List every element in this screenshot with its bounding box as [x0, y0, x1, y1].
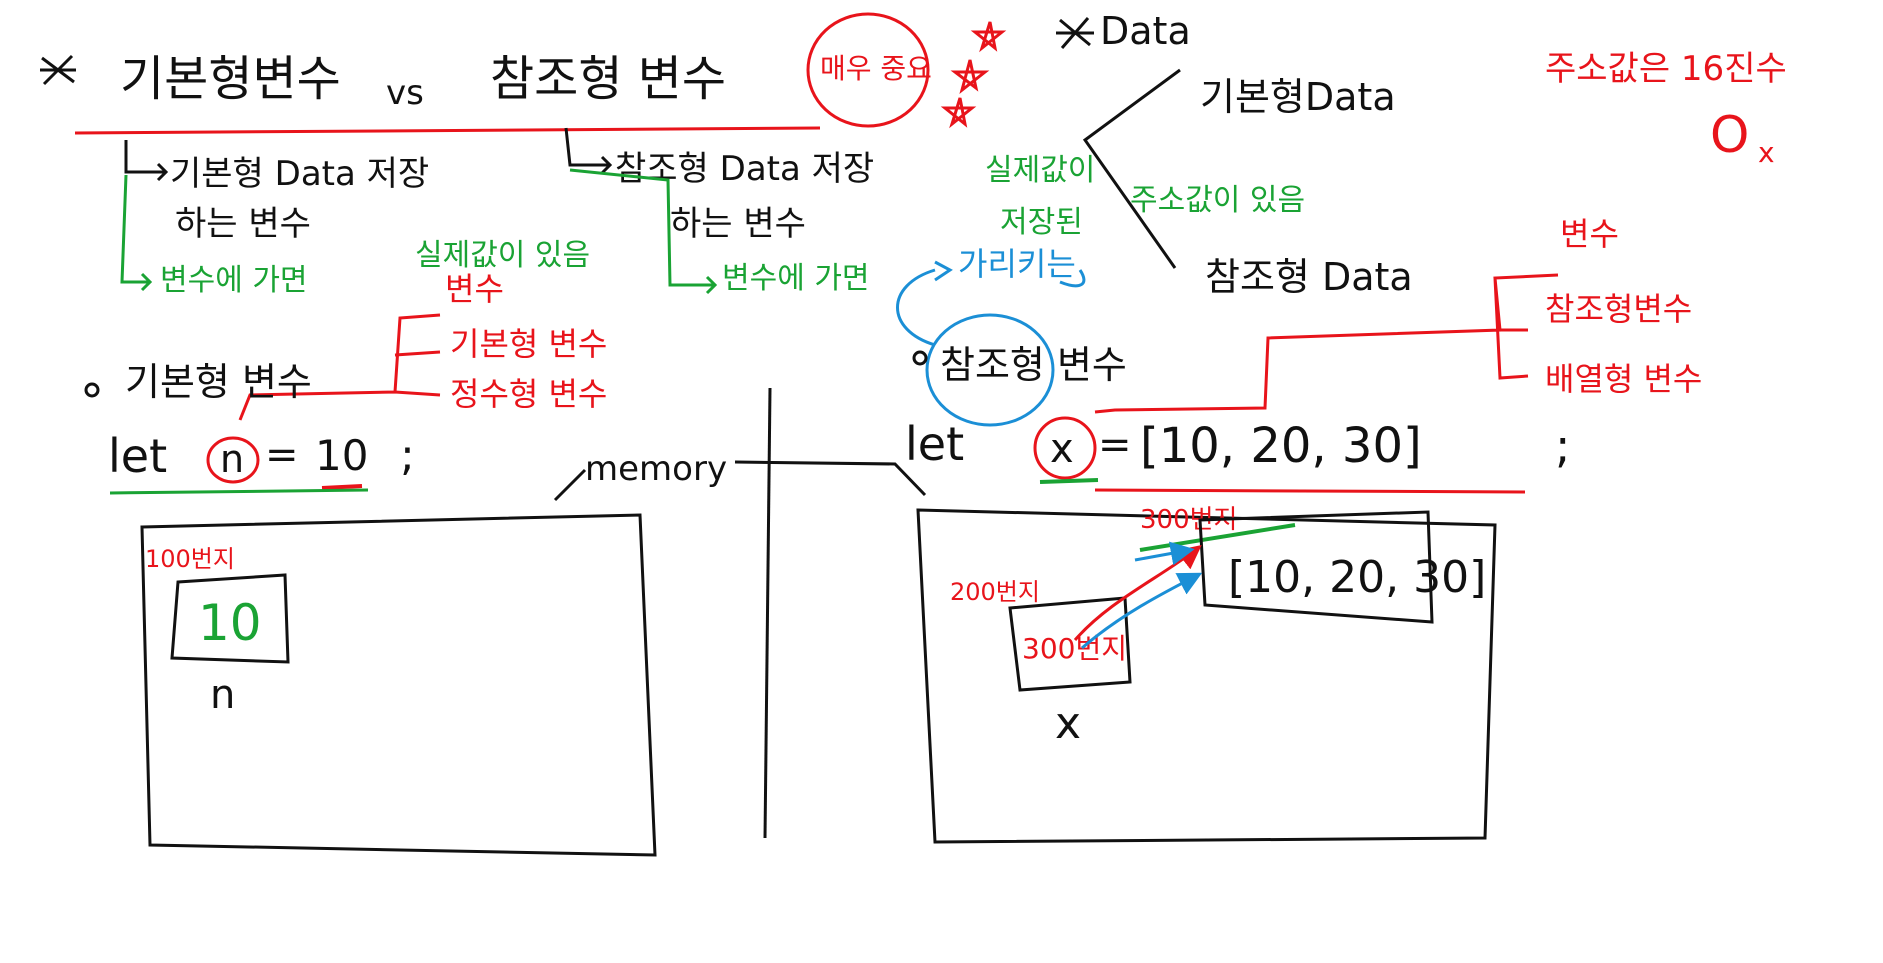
- right-mem-ptr: 300번지: [1022, 632, 1127, 665]
- blue-swoop: [896, 268, 936, 347]
- title-primitive-variable: 기본형변수: [120, 51, 341, 107]
- left-bracket-green: [120, 174, 153, 292]
- left-group-title: 기본형 변수: [125, 360, 312, 404]
- right-code-let: let: [905, 417, 964, 471]
- important-circle: [806, 12, 930, 128]
- left-sub-title: 변수: [445, 270, 504, 308]
- address-note: 주소값은 16진수: [1545, 49, 1787, 89]
- ox-x: x: [1758, 136, 1775, 169]
- right-sub-bracket: [1094, 273, 1559, 414]
- data-heading: Data: [1100, 9, 1191, 53]
- left-note-line4: 실제값이 있음: [415, 238, 590, 273]
- right-memory-box: [916, 508, 1497, 844]
- memory-connector-right: [734, 460, 927, 497]
- right-mem-addr-ref: 200번지: [950, 578, 1040, 606]
- left-mem-cell: [170, 573, 290, 664]
- left-code-semi: ;: [400, 430, 415, 481]
- memory-connector-left: [553, 468, 587, 502]
- bullet-icon: [84, 382, 100, 398]
- right-code-val: [10, 20, 30]: [1140, 418, 1422, 474]
- right-code-underline: [1094, 488, 1526, 494]
- right-mem-ref-cell: [1008, 596, 1132, 692]
- left-note-line3: 변수에 가면: [160, 263, 308, 298]
- right-sub-1: 참조형변수: [1545, 290, 1692, 328]
- left-code-let: let: [108, 429, 167, 483]
- right-note-line5: 실제값이: [985, 153, 1095, 188]
- title-vs: vs: [386, 73, 424, 113]
- right-mem-arr-cell: [1198, 510, 1434, 624]
- left-code-underline: [109, 488, 369, 495]
- title-reference-variable: 참조형 변수: [490, 51, 726, 107]
- left-mem-name: n: [210, 672, 235, 718]
- ox-o: O: [1710, 106, 1749, 164]
- data-reference: 참조형 Data: [1205, 255, 1413, 299]
- title-star-icon: [40, 54, 76, 86]
- data-branch-lines: [1082, 68, 1181, 269]
- left-note-line1: 기본형 Data 저장: [170, 154, 429, 194]
- left-bracket-black: [124, 140, 140, 174]
- right-code-eq: =: [1098, 422, 1132, 468]
- right-note-line7: 주소값이 있음: [1130, 183, 1305, 218]
- title-underline: [74, 126, 821, 135]
- star-icon-2: [950, 59, 990, 94]
- right-bracket-black: [564, 127, 613, 175]
- left-code-val: 10: [315, 431, 368, 480]
- right-code-var: x: [1050, 426, 1074, 472]
- vertical-divider: [763, 387, 772, 839]
- right-note-line6: 저장된: [1000, 205, 1083, 240]
- left-mem-val: 10: [198, 594, 262, 652]
- left-sub-1: 기본형 변수: [450, 325, 607, 363]
- left-note-line2: 하는 변수: [175, 204, 311, 244]
- left-var-circle: [206, 436, 260, 484]
- pointer-arrow-red: [1073, 545, 1202, 641]
- left-code-eq: =: [265, 432, 299, 478]
- right-sub-title: 변수: [1560, 215, 1619, 253]
- right-code-semi: ;: [1555, 419, 1571, 473]
- pointer-arrow-blue-small: [1134, 541, 1195, 566]
- left-sub-bracket: [238, 313, 441, 421]
- left-arrow-black: [140, 162, 169, 182]
- important-text: 매우 중요: [820, 52, 932, 85]
- right-note-line3: 변수에 가면: [722, 261, 870, 296]
- star-icon-1: [970, 21, 1007, 53]
- left-mem-addr: 100번지: [145, 545, 235, 573]
- memory-label: memory: [585, 449, 727, 489]
- left-memory-box: [140, 513, 657, 857]
- right-note-line2: 하는 변수: [670, 204, 806, 244]
- data-primitive: 기본형Data: [1200, 75, 1396, 119]
- right-sub-2: 배열형 변수: [1545, 360, 1702, 398]
- right-var-underline: [1039, 478, 1099, 484]
- right-group-title: 참조형 변수: [940, 343, 1127, 387]
- bullet-icon-right: [912, 350, 928, 366]
- right-mem-arr: [10, 20, 30]: [1228, 552, 1486, 603]
- left-code-var: n: [220, 437, 244, 481]
- right-title-circle: [925, 313, 1055, 427]
- right-var-circle: [1033, 416, 1097, 480]
- right-arr-addr-underline: [1139, 523, 1296, 552]
- data-star-icon: [1056, 17, 1094, 49]
- pointer-arrow-blue: [1081, 572, 1203, 650]
- blue-pointer-curve: [934, 260, 1086, 288]
- right-bracket-green: [569, 168, 718, 295]
- right-note-line4: 가리키는: [958, 245, 1076, 283]
- right-mem-name: x: [1055, 698, 1081, 749]
- star-icon-3: [940, 97, 977, 129]
- left-sub-2: 정수형 변수: [450, 375, 607, 413]
- right-note-line1: 참조형 Data 저장: [615, 149, 874, 189]
- left-val-underline: [321, 484, 363, 490]
